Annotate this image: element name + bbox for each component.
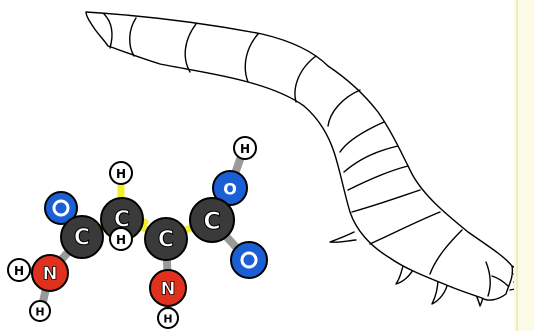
larva-body xyxy=(86,12,512,300)
nitrogen-atom: N xyxy=(150,270,186,306)
carbon-atom: C xyxy=(61,216,103,258)
nitrogen-atom: N xyxy=(32,255,68,291)
atom-label: N xyxy=(42,264,57,285)
carbon-atom: C xyxy=(145,218,187,260)
carbon-atom: C xyxy=(190,198,234,242)
atom-label: C xyxy=(203,207,221,235)
hydrogen-atom: H xyxy=(8,259,30,281)
atom-label: N xyxy=(160,279,175,300)
atom-label: C xyxy=(158,228,174,253)
atom-label: O xyxy=(223,180,237,199)
atom-label: H xyxy=(116,233,126,247)
atom-label: H xyxy=(240,142,250,156)
atom-label: H xyxy=(116,167,126,181)
scrollbar-edge xyxy=(516,0,518,331)
larva-drawing xyxy=(86,12,522,306)
hydrogen-atom: H xyxy=(30,301,50,321)
atom-label: H xyxy=(35,306,44,319)
atom-label: C xyxy=(74,226,90,251)
larva-leg xyxy=(330,232,356,242)
hydrogen-atom: H xyxy=(234,137,256,159)
hydrogen-atom: H xyxy=(110,162,132,184)
hydrogen-atom: H xyxy=(158,308,178,328)
atom-label: H xyxy=(14,264,24,278)
atom-label: H xyxy=(163,313,172,326)
molecule-model: H H O C C xyxy=(8,137,267,328)
oxygen-atom xyxy=(231,242,267,278)
hydrogen-atom: H xyxy=(110,228,132,250)
